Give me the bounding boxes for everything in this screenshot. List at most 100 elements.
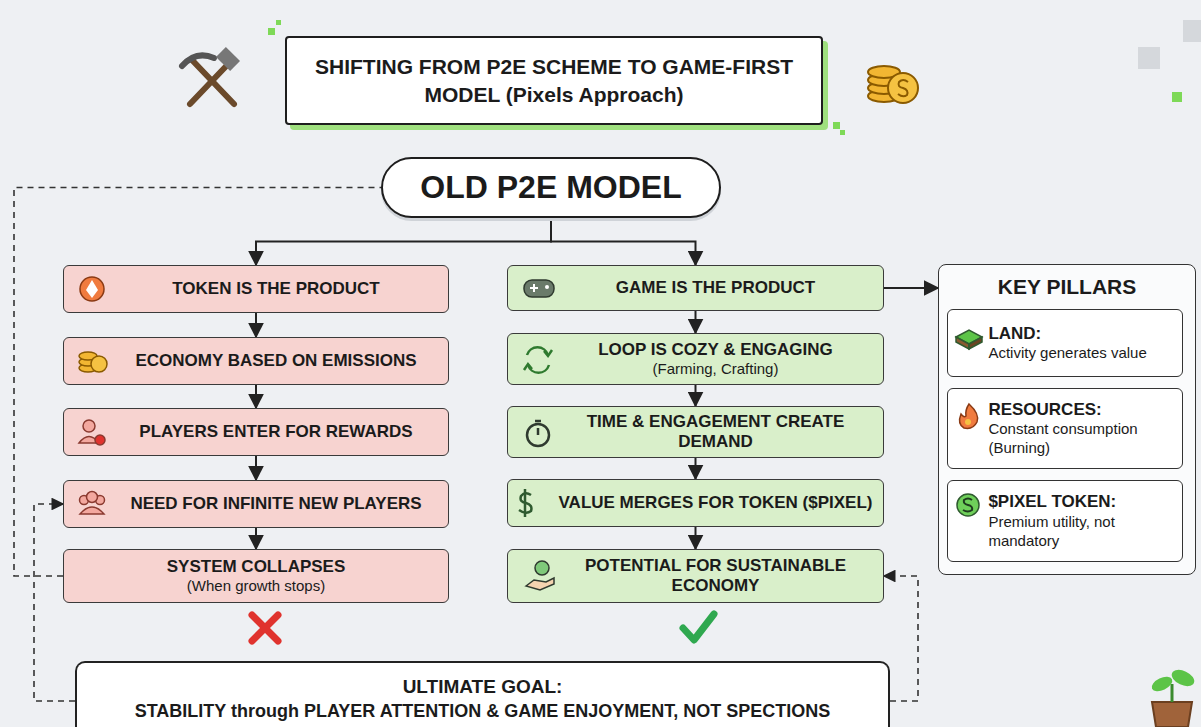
flame-icon [960,404,978,428]
flow-arrow [884,287,938,289]
game-step-box: LOOP IS COZY & ENGAGING(Farming, Craftin… [507,333,884,385]
node-heading: TIME & ENGAGEMENT CREATE DEMAND [554,412,877,453]
pixel-squares [276,20,281,25]
stopwatch-icon [537,428,540,435]
node-heading: ECONOMY BASED ON EMISSIONS [135,351,416,371]
node-heading: NEED FOR INFINITE NEW PLAYERS [130,494,421,514]
flow-arrow [695,311,697,333]
pixel-squares [833,122,840,129]
plant-icon [1152,702,1192,727]
node-heading: RESOURCES: [988,400,1101,420]
plant-icon [1169,667,1197,690]
flow-arrow [695,527,697,549]
hand-coin-icon [526,578,554,590]
flow-arrow [255,456,257,480]
node-body: (When growth stops) [187,577,325,595]
goal-box: ULTIMATE GOAL:STABILITY through PLAYER A… [75,661,890,727]
pixel-squares [268,28,275,35]
pixel-squares [1172,92,1182,102]
model-pill: OLD P2E MODEL [381,157,721,218]
group-icon [80,492,105,515]
coins-icon [888,73,918,103]
coins-icon [868,90,900,102]
gamepad-icon [524,280,554,297]
title-box: SHIFTING FROM P2E SCHEME TO GAME-FIRST M… [285,36,823,125]
node-heading: OLD P2E MODEL [420,169,681,206]
coins-small-icon [91,356,107,372]
flow-arrow [695,385,697,406]
land-icon [969,337,982,349]
coins-small-icon [79,364,97,372]
pillar-box: LAND:Activity generates value [947,309,1183,377]
node-heading: POTENTIAL FOR SUSTAINABLE ECONOMY [554,556,877,597]
sustainable-box: POTENTIAL FOR SUSTAINABLE ECONOMY [507,549,884,603]
ethereum-icon [80,277,104,301]
hand-coin-icon [535,561,549,575]
group-icon [87,492,98,503]
node-heading: PLAYERS ENTER FOR REWARDS [139,422,412,442]
node-heading: GAME IS THE PRODUCT [616,278,815,298]
token-coin-icon [963,499,972,512]
pixel-squares [1183,20,1201,42]
pillars-panel: KEY PILLARS LAND:Activity generates value… [938,264,1196,575]
cycle-icon [528,365,549,373]
node-body: STABILITY through PLAYER ATTENTION & GAM… [135,700,831,723]
hand-coin-icon [526,561,554,590]
pillar-box: $PIXEL TOKEN:Premium utility, not mandat… [947,480,1183,562]
flow-arrow [256,218,551,265]
game-step-box: VALUE MERGES FOR TOKEN ($PIXEL) [507,479,884,527]
node-body: Constant consumption (Burning) [988,420,1176,458]
land-icon [956,337,969,349]
player-plus-icon [95,435,105,445]
gamepad-icon [533,284,535,292]
cycle-icon [524,347,552,372]
cycle-icon [524,364,532,370]
cycle-icon [544,350,552,356]
coins-icon [898,80,908,96]
node-heading: VALUE MERGES FOR TOKEN ($PIXEL) [559,493,873,513]
flow-arrow [551,218,696,265]
player-plus-icon [79,420,105,445]
dollar-icon [519,493,531,513]
pickaxe-icon [182,55,214,66]
flow-arrow [255,385,257,408]
coins-icon [868,66,918,103]
plant-icon [1149,667,1196,727]
coins-small-icon [79,352,107,372]
p2e-step-box: NEED FOR INFINITE NEW PLAYERS [63,480,449,528]
player-plus-icon [79,437,99,444]
flow-arrow [255,528,257,549]
node-body: (Farming, Crafting) [653,360,779,378]
group-icon [80,507,104,514]
node-heading: ULTIMATE GOAL: [403,675,563,700]
group-icon [80,496,89,505]
coins-icon [868,82,900,94]
title-text: SHIFTING FROM P2E SCHEME TO GAME-FIRST M… [304,53,804,108]
node-heading: KEY PILLARS [998,275,1136,299]
pixel-squares [840,130,845,135]
success-check [683,614,714,640]
game-step-box: GAME IS THE PRODUCT [507,265,884,311]
flame-icon [965,419,971,425]
dollar-icon [519,489,531,517]
flow-arrow [695,458,697,479]
fail-cross [252,615,278,641]
fail-cross [252,615,278,641]
gamepad-icon [545,285,549,289]
node-body: Activity generates value [988,344,1146,363]
pickaxe-icon [192,60,234,104]
player-plus-icon [83,420,95,432]
node-heading: LAND: [988,324,1041,344]
pickaxe-icon [182,47,240,104]
p2e-step-box: TOKEN IS THE PRODUCT [63,265,449,313]
game-step-box: TIME & ENGAGEMENT CREATE DEMAND [507,406,884,458]
flame-icon [960,404,978,428]
node-heading: LOOP IS COZY & ENGAGING [598,340,833,360]
pillar-box: RESOURCES:Constant consumption (Burning) [947,388,1183,469]
node-heading: SYSTEM COLLAPSES [167,557,346,577]
node-heading: $PIXEL TOKEN: [988,492,1116,512]
gamepad-icon [530,287,538,289]
cycle-icon [527,347,548,355]
p2e-step-box: PLAYERS ENTER FOR REWARDS [63,408,449,456]
ethereum-icon [80,277,104,301]
